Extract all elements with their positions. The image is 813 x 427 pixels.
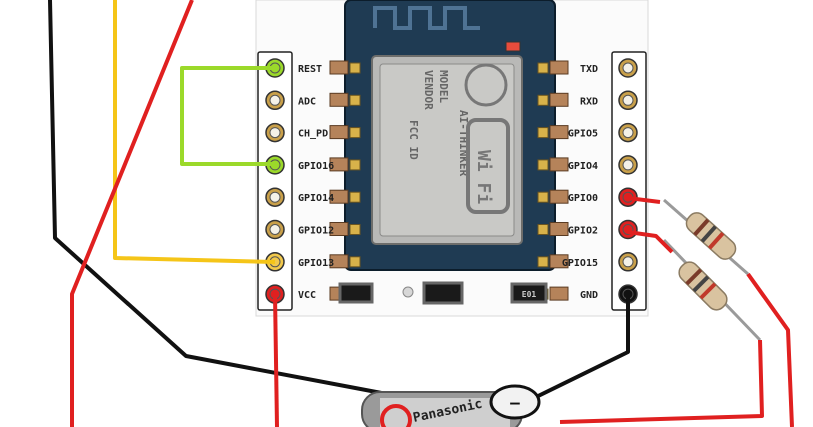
battery-minus-sign: – (510, 393, 520, 412)
smd-component-3: E01 (510, 282, 548, 304)
resistor-2 (662, 238, 762, 342)
red-wire-diagonal (70, 0, 194, 427)
left-pad-gpio16 (329, 157, 349, 172)
left-pin-hole-ch-pd (269, 127, 281, 139)
left-castellation-gpio16 (349, 159, 361, 171)
right-pin-label-gpio15: GPIO15 (562, 258, 598, 269)
left-castellation-gpio14 (349, 191, 361, 203)
left-castellation-adc (349, 94, 361, 106)
red-wire-resistor-2-out (559, 339, 764, 424)
yellow-wire-gpio13 (113, 0, 276, 264)
left-pin-label-ch-pd: CH_PD (298, 129, 328, 140)
left-castellation-gpio13 (349, 256, 361, 268)
left-pad-adc (329, 92, 349, 107)
battery-plus-marker (380, 404, 412, 427)
battery-label (380, 398, 510, 427)
left-pin-hole-gpio12 (269, 224, 281, 235)
right-pin-label-txd: TXD (580, 64, 598, 75)
left-pin-hole-gpio14 (269, 191, 281, 203)
red-wire-gpio0 (627, 196, 661, 204)
right-pin-hole-txd (622, 62, 634, 74)
right-pad-gpio5 (549, 125, 569, 140)
left-pin-label-adc: ADC (298, 96, 316, 107)
red-wire-vcc (273, 293, 279, 427)
smd-component-2 (422, 281, 464, 305)
right-pin-label-gpio0: GPIO0 (568, 193, 598, 204)
resistor-1 (663, 198, 749, 276)
left-pad-ch-pd (329, 125, 349, 140)
right-pin-label-gpio2: GPIO2 (568, 226, 598, 237)
green-wire-reset-gpio16 (180, 66, 275, 166)
black-wire-gnd-left (48, 0, 441, 406)
left-pin-label-rest: REST (298, 64, 322, 75)
battery-minus-terminal (489, 384, 541, 420)
esp12-module: MODEL VENDOR FCC ID AI-THINKER Wi Fi (344, 0, 556, 271)
right-castellation-gpio0 (537, 191, 549, 203)
smd-label-3: E01 (522, 290, 537, 299)
right-pad-gpio2 (549, 222, 569, 236)
right-pad-txd (549, 60, 569, 75)
right-castellation-rxd (537, 94, 549, 106)
right-pad-gpio4 (549, 157, 569, 172)
right-pad-gnd (549, 286, 569, 301)
wifi-logo (466, 118, 510, 214)
left-pin-hole-adc (269, 94, 281, 106)
right-castellation-gpio4 (537, 159, 549, 171)
right-pin-label-gpio5: GPIO5 (568, 129, 598, 140)
right-castellation-gpio15 (537, 256, 549, 268)
right-pin-hole-gpio15 (622, 256, 634, 268)
left-pad-gpio14 (329, 189, 349, 204)
rf-shield-inner (379, 63, 515, 237)
right-pin-hole-rxd (622, 94, 634, 106)
left-pin-label-gpio16: GPIO16 (298, 161, 334, 172)
chip-text-fccid: FCC ID (407, 120, 420, 160)
right-pin-hole-gpio4 (622, 159, 634, 171)
left-pad-rest (329, 60, 349, 75)
red-wire-gpio2 (627, 230, 674, 254)
antenna-trace (373, 6, 480, 30)
left-pin-label-gpio13: GPIO13 (298, 258, 334, 269)
battery: Panasonic – (361, 384, 541, 427)
right-pad-gpio0 (549, 189, 569, 204)
left-pad-gpio12 (329, 222, 349, 236)
left-pin-label-gpio12: GPIO12 (298, 226, 334, 237)
left-pad-gpio13 (329, 254, 349, 269)
right-pin-label-gnd: GND (580, 290, 598, 301)
right-pin-label-rxd: RXD (580, 96, 598, 107)
right-pin-label-gpio4: GPIO4 (568, 161, 598, 172)
right-castellation-gpio5 (537, 127, 549, 139)
left-pin-label-gpio14: GPIO14 (298, 193, 334, 204)
vendor-logo (464, 63, 508, 107)
right-castellated-pads (537, 60, 569, 301)
right-pad-gpio15 (549, 254, 569, 269)
left-pin-label-vcc: VCC (298, 290, 316, 301)
right-pad-rxd (549, 92, 569, 107)
red-wire-resistor-1-out (746, 272, 794, 427)
right-castellation-gpio2 (537, 224, 549, 235)
left-castellation-ch-pd (349, 127, 361, 139)
mounting-hole (402, 286, 414, 298)
right-pin-hole-gpio5 (622, 127, 634, 139)
chip-text-model: MODEL (437, 70, 450, 103)
wifi-logo-text: Wi Fi (473, 150, 494, 204)
led (505, 41, 521, 52)
chip-text-vendor: VENDOR (422, 70, 435, 110)
left-castellation-rest (349, 62, 361, 74)
left-castellation-gpio12 (349, 224, 361, 235)
smd-component-1 (338, 282, 374, 304)
black-wire-gnd-right (529, 294, 630, 402)
right-castellation-txd (537, 62, 549, 74)
